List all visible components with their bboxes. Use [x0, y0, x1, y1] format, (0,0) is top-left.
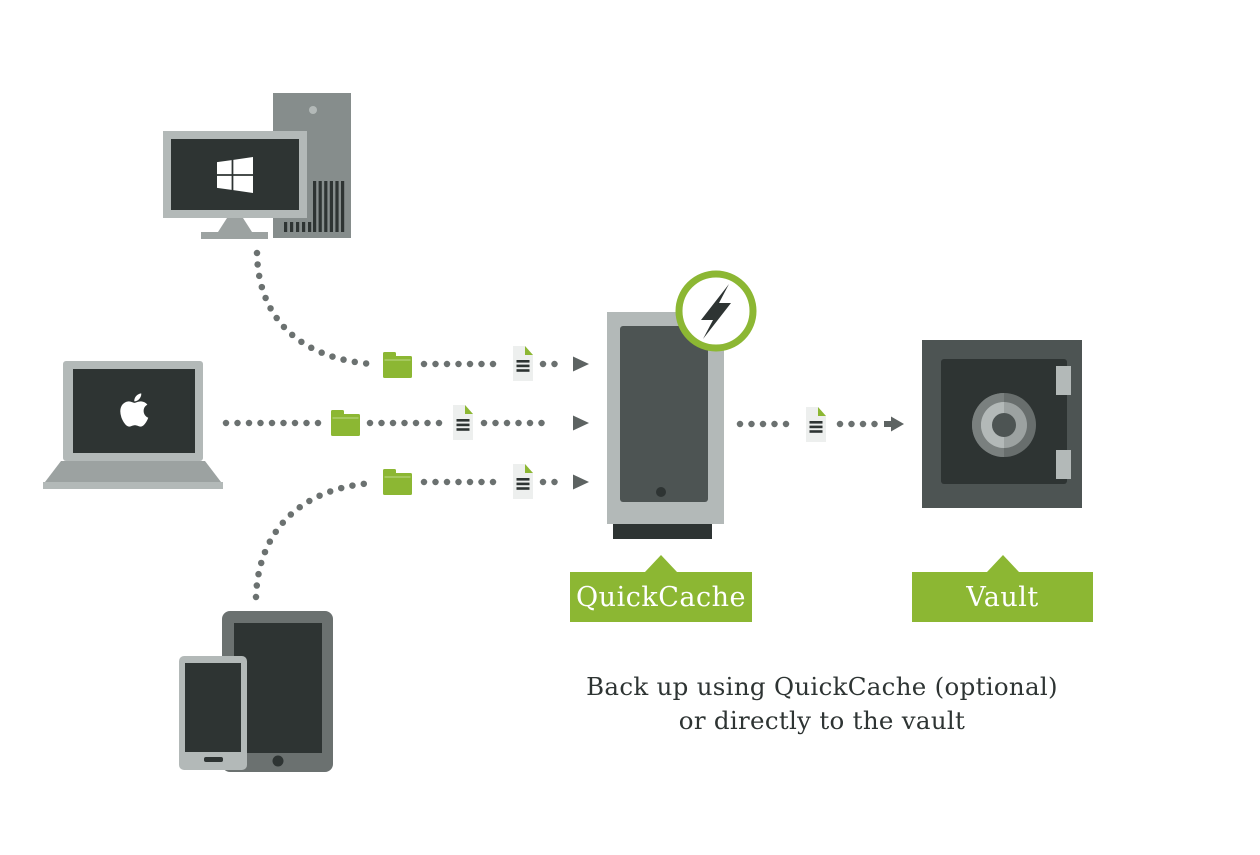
quickcache-label-pointer	[645, 555, 677, 572]
arrow-icon-row2	[573, 415, 589, 431]
folder-icon-row3	[383, 469, 412, 495]
caption-line-2: or directly to the vault	[678, 706, 966, 735]
dotted-path-windows	[253, 249, 376, 368]
caption-line-1: Back up using QuickCache (optional)	[586, 672, 1058, 701]
apple-logo-icon	[120, 393, 149, 427]
quickcache-label-text: QuickCache	[576, 581, 746, 613]
vault-safe-icon	[922, 340, 1082, 508]
tablet-screen	[234, 623, 322, 753]
tower-power-light	[309, 106, 317, 114]
documents	[453, 346, 826, 499]
vault-hinge-top	[1056, 366, 1071, 395]
server-base	[613, 524, 712, 539]
laptop-base-edge	[43, 482, 223, 489]
tower-vents	[284, 181, 345, 232]
windows-desktop-icon	[163, 93, 351, 239]
arrows	[573, 356, 904, 490]
vault-label-text: Vault	[966, 581, 1039, 613]
vault-dial-icon	[972, 393, 1036, 457]
document-icon-row2	[453, 405, 473, 440]
monitor-screen	[171, 139, 299, 210]
windows-logo-icon	[217, 157, 253, 193]
document-icon-vault	[806, 407, 826, 442]
dotted-paths	[222, 249, 880, 601]
folder-icon-row1	[383, 352, 412, 378]
document-icon-row1	[513, 346, 533, 381]
mobile-devices-icon	[179, 611, 333, 772]
arrow-icon-row1	[573, 356, 589, 372]
monitor-stand-base	[201, 232, 268, 239]
folders	[331, 352, 412, 495]
caption: Back up using QuickCache (optional) or d…	[560, 670, 1084, 738]
server-panel	[620, 326, 708, 502]
phone-home-bar	[204, 757, 223, 762]
tablet-home-button	[272, 755, 284, 767]
folder-icon-row2	[331, 410, 360, 436]
quickcache-label: QuickCache	[570, 555, 752, 622]
vault-hinge-bottom	[1056, 450, 1071, 479]
lightning-badge-icon	[675, 270, 757, 352]
monitor-stand-neck	[218, 218, 252, 232]
vault-label-pointer	[986, 555, 1019, 572]
vault-label: Vault	[912, 555, 1093, 622]
laptop-base	[45, 461, 221, 482]
document-icon-row3	[513, 464, 533, 499]
phone-screen	[185, 663, 241, 752]
arrow-icon-row3	[573, 474, 589, 490]
arrow-icon-vault	[884, 416, 904, 432]
dotted-path-mobile	[252, 479, 376, 601]
lightning-bolt-icon	[701, 284, 731, 339]
server-button	[656, 487, 666, 497]
mac-laptop-icon	[43, 361, 223, 489]
